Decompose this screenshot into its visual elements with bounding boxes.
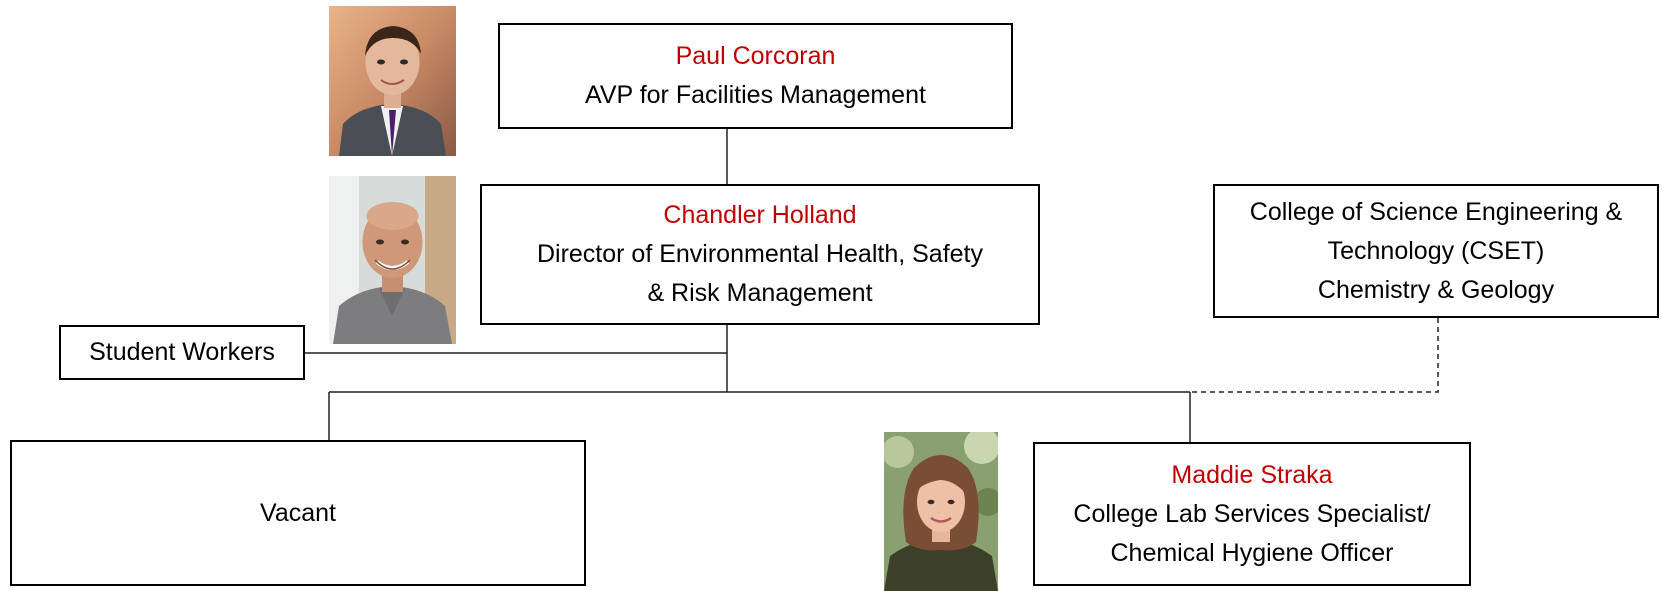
node-label: Vacant (260, 498, 336, 527)
portrait-chandler-icon (329, 176, 456, 344)
portrait-maddie-icon (884, 432, 998, 591)
node-vacant: Vacant (10, 440, 586, 586)
node-chandler-holland: Chandler Holland Director of Environment… (480, 184, 1040, 325)
node-maddie-straka: Maddie Straka College Lab Services Speci… (1033, 442, 1471, 586)
node-line3: Chemistry & Geology (1317, 275, 1555, 304)
node-paul-corcoran: Paul Corcoran AVP for Facilities Managem… (498, 23, 1013, 129)
node-name: Paul Corcoran (675, 42, 836, 70)
woman-portrait-photo (884, 432, 998, 591)
node-title: AVP for Facilities Management (585, 81, 926, 109)
node-cset: College of Science Engineering & Technol… (1213, 184, 1659, 318)
node-line1: College of Science Engineering & (1249, 197, 1623, 226)
node-title-line2: Chemical Hygiene Officer (1110, 538, 1394, 567)
node-name: Chandler Holland (663, 201, 857, 229)
man-portrait-photo (329, 176, 456, 344)
node-title-line1: College Lab Services Specialist/ (1073, 499, 1431, 528)
node-line2: Technology (CSET) (1327, 236, 1545, 265)
node-name: Maddie Straka (1171, 460, 1333, 489)
node-label: Student Workers (89, 338, 275, 366)
node-title-line2: & Risk Management (647, 279, 873, 307)
connector-cset-dashed (1190, 318, 1439, 393)
man-portrait-photo (329, 6, 456, 156)
node-title-line1: Director of Environmental Health, Safety (536, 240, 984, 268)
portrait-paul-icon (329, 6, 456, 156)
node-student-workers: Student Workers (59, 325, 305, 380)
